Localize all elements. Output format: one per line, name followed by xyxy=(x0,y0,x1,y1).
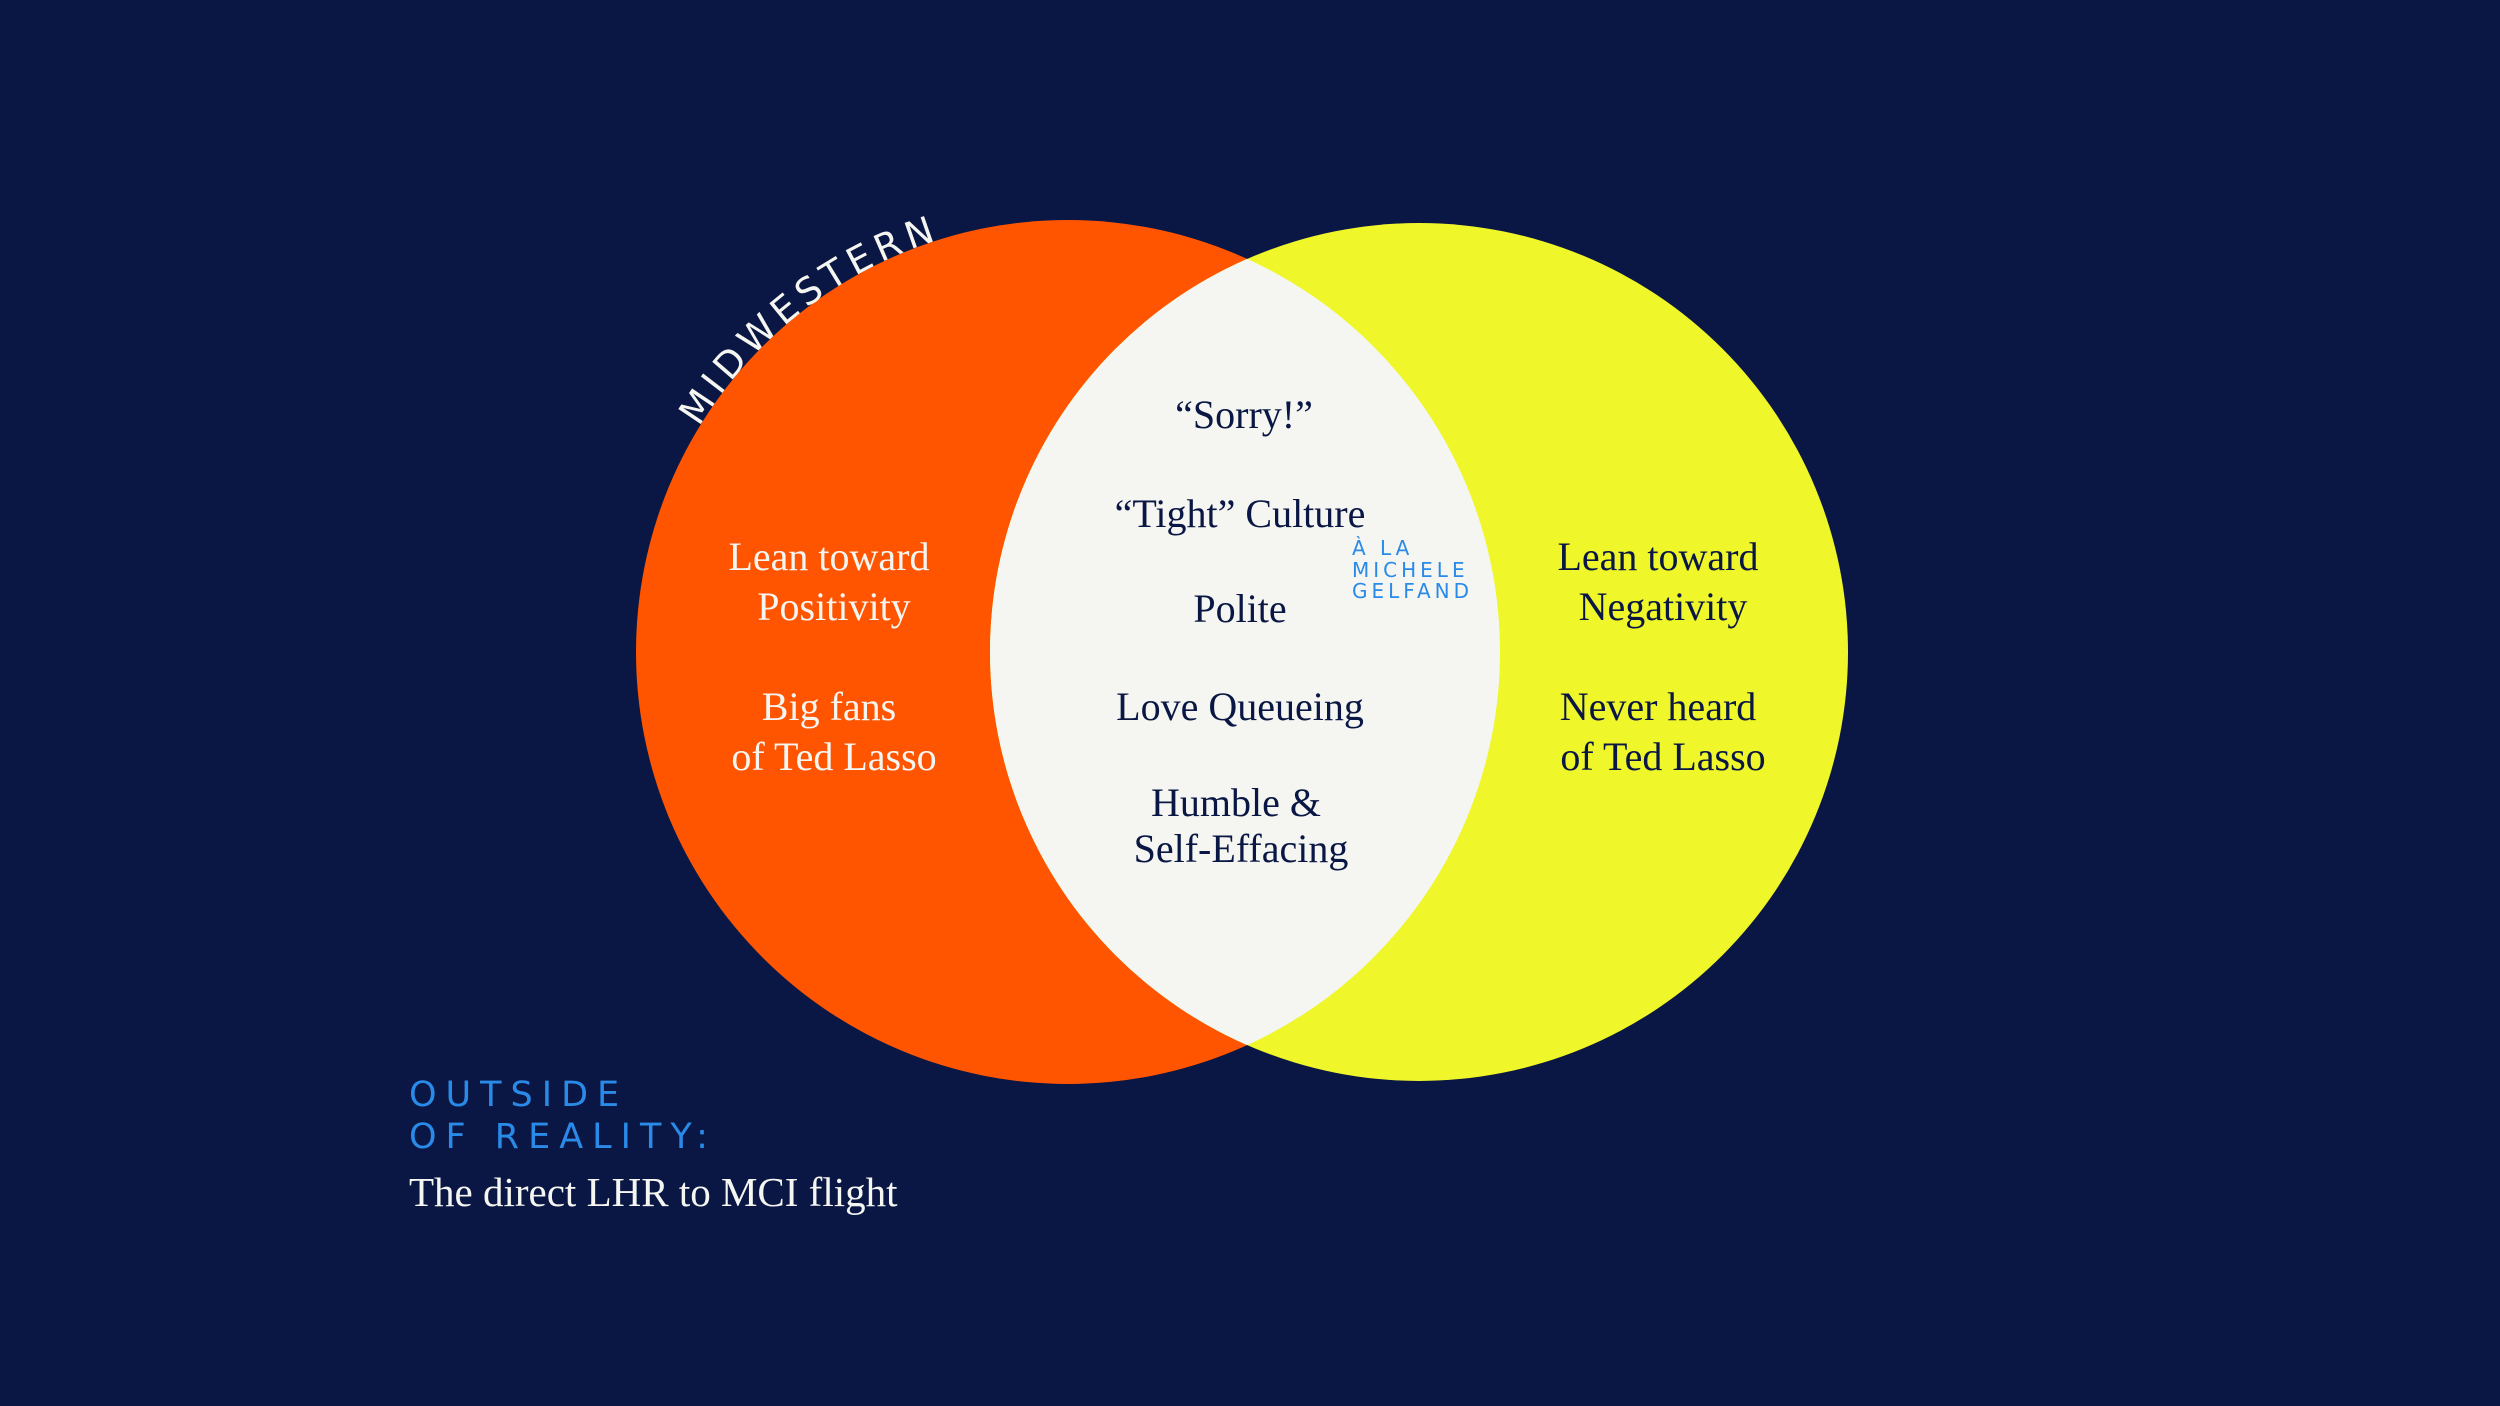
overlap-item: “Tight” Culture xyxy=(1115,491,1366,536)
overlap-item: Love Queueing xyxy=(1116,684,1364,729)
outside-text: The direct LHR to MCI flight xyxy=(409,1169,898,1215)
english-items: Lean toward Negativity Never heard of Te… xyxy=(1557,534,1768,779)
note-line: MICHELE xyxy=(1352,558,1469,582)
english-item: Never heard of Ted Lasso xyxy=(1560,684,1767,779)
outside-heading: OUTSIDE OF REALITY: xyxy=(409,1075,717,1157)
overlap-item: Polite xyxy=(1193,586,1286,631)
note-line: GELFAND xyxy=(1352,579,1473,603)
midwestern-items: Lean toward Positivity Big fans of Ted L… xyxy=(728,534,939,779)
overlap-item: “Sorry!” xyxy=(1175,392,1313,437)
midwestern-item: Lean toward Positivity xyxy=(728,534,939,629)
overlap-item: Humble & Self-Effacing xyxy=(1134,780,1349,871)
note-line: À LA xyxy=(1352,536,1413,560)
overlap-region xyxy=(990,223,1500,1081)
tight-culture-note: À LA MICHELE GELFAND xyxy=(1352,536,1473,603)
outside-section: OUTSIDE OF REALITY: The direct LHR to MC… xyxy=(409,1075,898,1215)
english-item: Lean toward Negativity xyxy=(1557,534,1768,629)
midwestern-item: Big fans of Ted Lasso xyxy=(731,684,936,779)
overlap-items: “Sorry!” “Tight” Culture Polite Love Que… xyxy=(1115,392,1366,871)
